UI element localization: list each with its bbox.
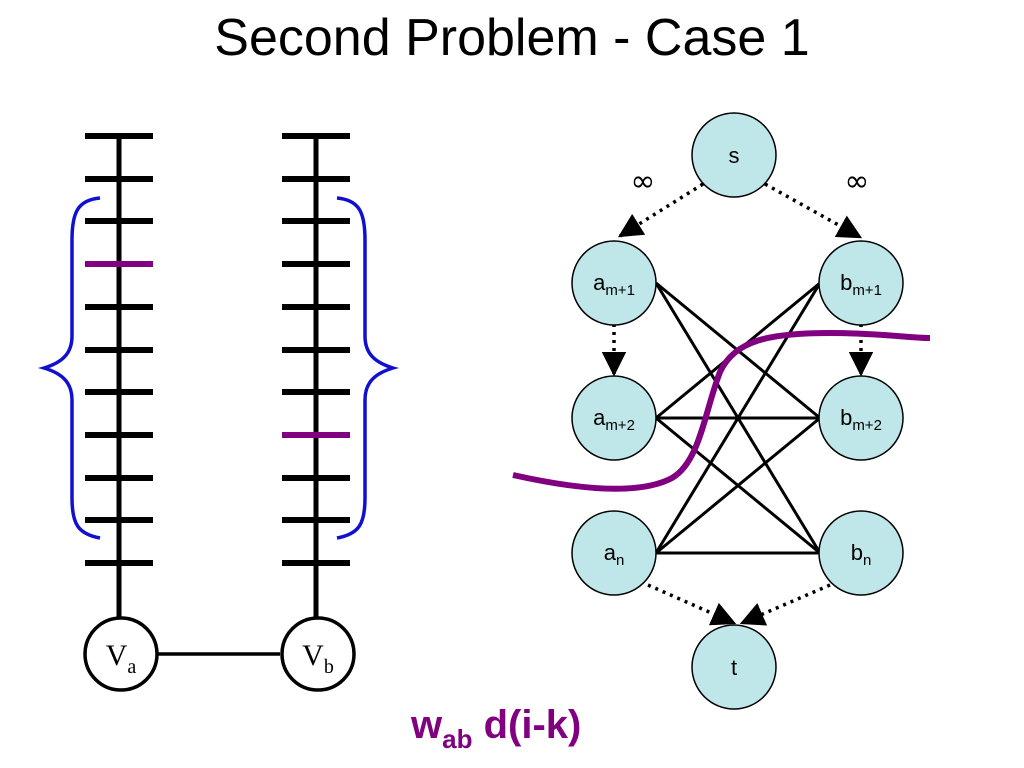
node-vb-base: V: [302, 639, 324, 672]
formula-sub: ab: [442, 724, 472, 754]
node-a-n: an: [571, 510, 657, 596]
node-va-sub: a: [127, 656, 136, 678]
svg-text:an: an: [604, 540, 625, 569]
arrow-an-t: [647, 583, 737, 626]
svg-text:bm+2: bm+2: [840, 405, 882, 434]
node-a-n-sub: n: [616, 552, 624, 569]
right-brace: [336, 196, 400, 540]
svg-text:bm+1: bm+1: [840, 270, 882, 299]
node-a-m2-base: a: [593, 405, 606, 430]
node-a-m1-base: a: [593, 270, 606, 295]
svg-text:am+2: am+2: [593, 405, 635, 434]
node-a-m2-sub: m+2: [605, 417, 635, 434]
node-b-m2-sub: m+2: [852, 417, 882, 434]
svg-text:Va: Va: [106, 639, 137, 678]
ladder-b-rungs: [282, 133, 350, 566]
infinity-label-right: ∞: [845, 164, 870, 199]
arrow-s-bm1: [764, 182, 863, 239]
cut-curve: [512, 329, 931, 492]
node-b-n-sub: n: [863, 552, 871, 569]
node-b-n-base: b: [851, 540, 863, 565]
svg-text:am+1: am+1: [593, 270, 635, 299]
node-a-m2: am+2: [571, 375, 657, 461]
node-b-n: bn: [818, 510, 904, 596]
node-a-m1: am+1: [571, 240, 657, 326]
node-b-m2-base: b: [840, 405, 852, 430]
infinity-label-left: ∞: [631, 164, 656, 199]
node-t-label: t: [731, 655, 737, 680]
arrow-bn-t: [739, 583, 831, 626]
node-a-n-base: a: [604, 540, 617, 565]
node-va-base: V: [106, 639, 128, 672]
arrow-s-am1: [617, 182, 704, 238]
svg-text:Vb: Vb: [302, 639, 334, 678]
ladder-a: [85, 133, 153, 618]
slide-title: Second Problem - Case 1: [214, 9, 810, 67]
svg-text:bn: bn: [851, 540, 872, 569]
node-b-m1: bm+1: [818, 240, 904, 326]
node-b-m1-base: b: [840, 270, 852, 295]
node-va: Va: [83, 616, 159, 692]
left-brace: [37, 196, 101, 540]
ladder-a-rungs: [85, 133, 153, 566]
formula-w: w: [410, 703, 443, 747]
cut-weight-formula: wab d(i-k): [410, 703, 581, 754]
solid-edges: [654, 281, 822, 555]
node-t: t: [691, 624, 777, 710]
node-b-m1-sub: m+1: [852, 282, 882, 299]
node-vb: Vb: [280, 616, 356, 692]
node-b-m2: bm+2: [818, 375, 904, 461]
node-vb-sub: b: [324, 656, 334, 678]
node-s: s: [691, 112, 777, 198]
ladder-b: [282, 133, 350, 618]
node-a-m1-sub: m+1: [605, 282, 635, 299]
node-s-label: s: [729, 143, 740, 168]
formula-rest: d(i-k): [472, 703, 581, 747]
